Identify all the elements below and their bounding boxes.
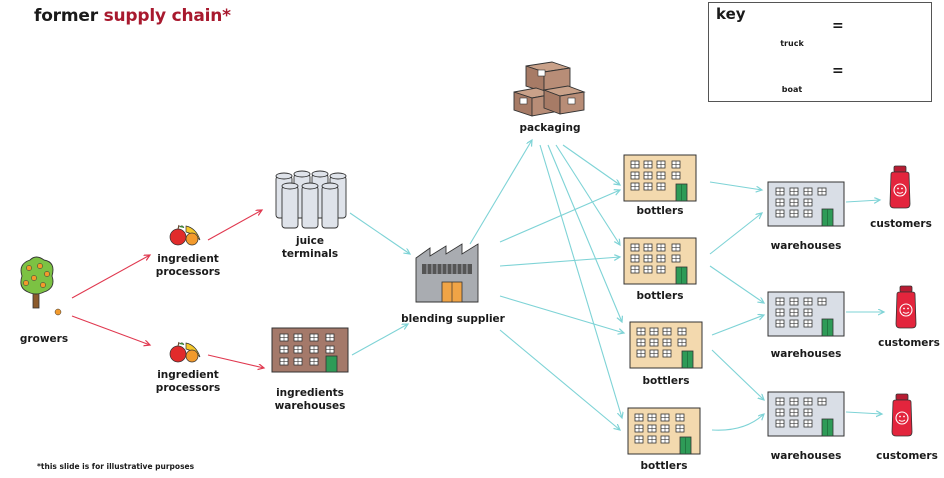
juice-bottle-icon — [891, 393, 913, 437]
legend-title: key — [716, 5, 746, 23]
bottler-building — [630, 322, 702, 368]
label-growers: growers — [19, 333, 69, 345]
label-warehouses: warehouses — [770, 240, 842, 252]
label-customers: customers — [870, 218, 932, 230]
label-customers: customers — [876, 450, 938, 462]
boat-arrows — [71, 210, 264, 368]
label-warehouses: warehouses — [770, 348, 842, 360]
footnote: *this slide is for illustrative purposes — [37, 462, 195, 471]
ingredients-warehouse-building — [271, 327, 349, 373]
page-title: former supply chain* — [34, 6, 231, 26]
bottler-building — [624, 155, 696, 201]
label-bottlers: bottlers — [636, 205, 684, 217]
label-bottlers: bottlers — [642, 375, 690, 387]
boxes-icon — [513, 61, 586, 117]
label-bottlers: bottlers — [636, 290, 684, 302]
legend-equals: = — [832, 18, 844, 34]
label-ingredient-processors: ingredient processors — [155, 253, 221, 278]
legend-equals: = — [832, 63, 844, 79]
factory-icon — [415, 243, 479, 303]
tree-icon — [20, 256, 62, 316]
legend-box — [708, 2, 932, 102]
warehouse-building — [768, 292, 844, 336]
title-lead: former — [34, 6, 98, 26]
truck-arrows — [349, 140, 884, 430]
legend-boat-label: boat — [781, 85, 803, 94]
label-blending-supplier: blending supplier — [401, 313, 505, 325]
fruit-icon — [169, 341, 201, 363]
label-ingredient-processors: ingredient processors — [155, 369, 221, 394]
tanks-icon — [275, 170, 347, 229]
bottler-building — [628, 408, 700, 454]
label-customers: customers — [878, 337, 940, 349]
fruit-icon — [169, 224, 201, 246]
label-bottlers: bottlers — [640, 460, 688, 472]
warehouse-building — [768, 182, 844, 226]
label-juice-terminals: juice terminals — [281, 235, 339, 260]
juice-bottle-icon — [895, 285, 917, 329]
label-warehouses: warehouses — [770, 450, 842, 462]
warehouse-building — [768, 392, 844, 436]
label-packaging: packaging — [519, 122, 581, 134]
label-ingredients-warehouses: ingredients warehouses — [274, 387, 346, 412]
legend-truck-label: truck — [780, 39, 804, 48]
bottler-building — [624, 238, 696, 284]
title-rest: supply chain* — [97, 6, 231, 26]
juice-bottle-icon — [889, 165, 911, 209]
